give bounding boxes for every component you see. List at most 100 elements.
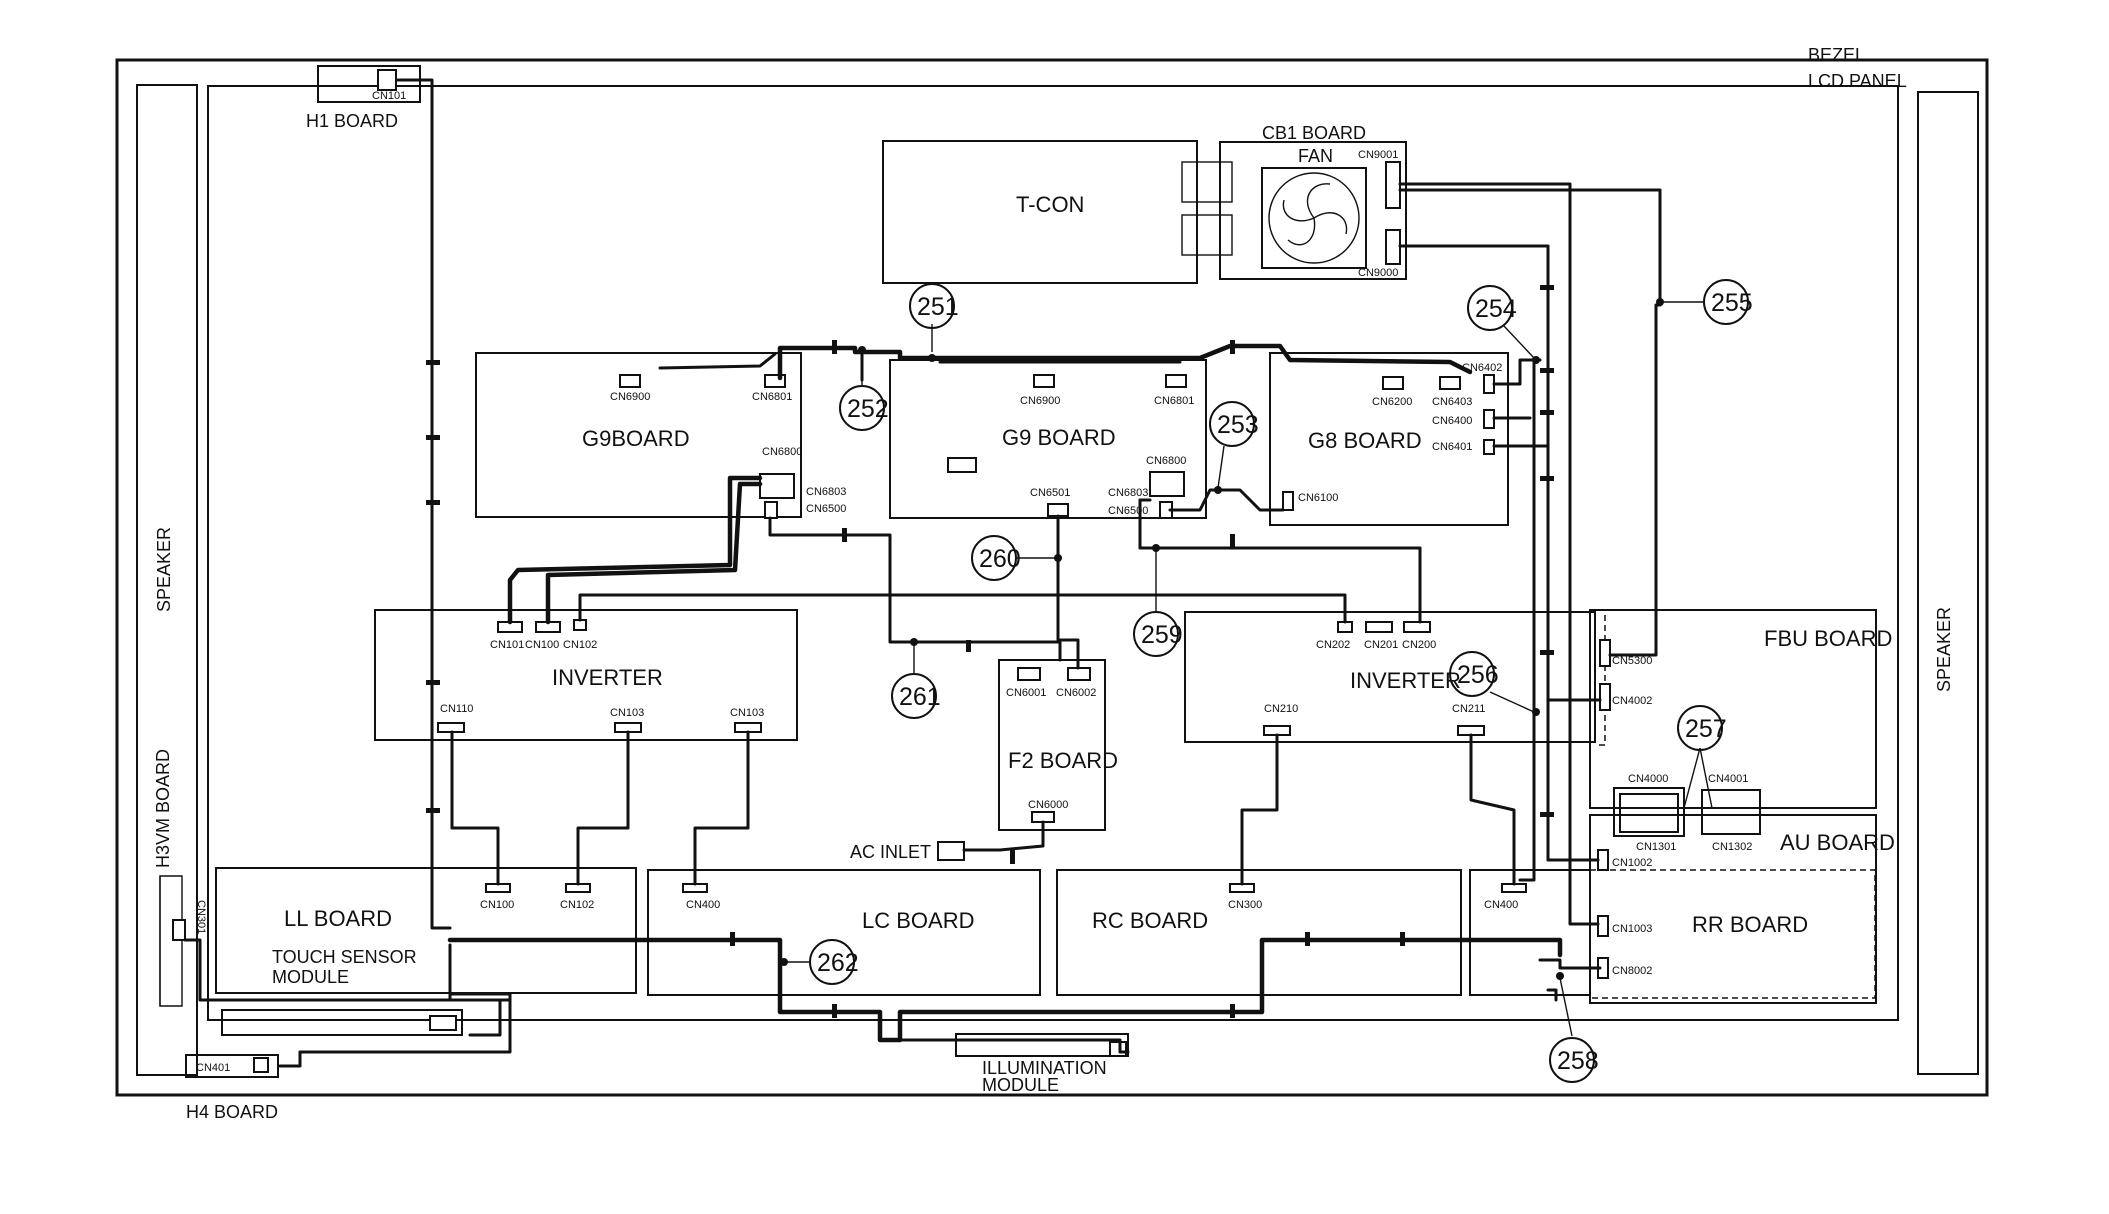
- svg-text:CN6501: CN6501: [1030, 487, 1070, 499]
- callout-258: 258: [1549, 972, 1599, 1083]
- svg-text:CN6002: CN6002: [1056, 687, 1096, 699]
- speaker-left: [136, 84, 198, 1076]
- lc-board: [647, 869, 1041, 996]
- f2-board-label: F2 BOARD: [1008, 748, 1118, 773]
- callout-262: 262: [780, 939, 859, 985]
- svg-text:260: 260: [979, 545, 1021, 573]
- svg-text:CN300: CN300: [1228, 899, 1262, 911]
- cb1-board: [1219, 141, 1407, 280]
- cb1-connector-a: CN9001: [1358, 149, 1398, 161]
- svg-text:258: 258: [1557, 1047, 1599, 1075]
- svg-text:251: 251: [917, 293, 959, 321]
- rr-board-label: RR BOARD: [1692, 912, 1808, 937]
- fbu-board-label: FBU BOARD: [1764, 626, 1892, 651]
- svg-text:CN6800: CN6800: [1146, 455, 1186, 467]
- h4-connector: CN401: [196, 1062, 230, 1074]
- svg-text:CN102: CN102: [563, 639, 597, 651]
- rc-board-label: RC BOARD: [1092, 908, 1208, 933]
- h4-board: [185, 1054, 279, 1078]
- svg-text:254: 254: [1475, 295, 1517, 323]
- svg-text:253: 253: [1217, 411, 1259, 439]
- h3vm-board-label: H3VM BOARD: [153, 749, 173, 868]
- svg-text:CN102: CN102: [560, 899, 594, 911]
- svg-text:CN103: CN103: [610, 707, 644, 719]
- svg-text:CN6100: CN6100: [1298, 492, 1338, 504]
- svg-text:CN6402: CN6402: [1462, 362, 1502, 374]
- svg-text:CN4001: CN4001: [1708, 773, 1748, 785]
- svg-text:CN6403: CN6403: [1432, 396, 1472, 408]
- svg-text:261: 261: [899, 683, 941, 711]
- au-board-label: AU BOARD: [1780, 830, 1895, 855]
- h1-board: [317, 65, 421, 103]
- bezel-outline: [115, 58, 1989, 1097]
- svg-text:CN6500: CN6500: [1108, 505, 1148, 517]
- lc-board-label: LC BOARD: [862, 908, 974, 933]
- svg-text:CN6400: CN6400: [1432, 415, 1472, 427]
- ll-board: [215, 867, 637, 994]
- svg-text:CN6800: CN6800: [762, 446, 802, 458]
- rc-board: [1056, 869, 1462, 996]
- svg-text:259: 259: [1141, 621, 1183, 649]
- inverter-left-label: INVERTER: [552, 665, 663, 690]
- g8-board-label: G8 BOARD: [1308, 428, 1422, 453]
- callout-252: 252: [839, 346, 889, 431]
- svg-text:CN211: CN211: [1452, 703, 1485, 715]
- svg-text:CN6000: CN6000: [1028, 799, 1068, 811]
- svg-text:CN200: CN200: [1402, 639, 1436, 651]
- callout-255: 255: [1656, 279, 1753, 325]
- svg-text:CN4000: CN4000: [1628, 773, 1668, 785]
- lcd-panel-outline: [207, 85, 1899, 1021]
- svg-text:CN6401: CN6401: [1432, 441, 1472, 453]
- inverter-right: [1184, 611, 1596, 743]
- inverter-left: [374, 609, 798, 741]
- fan-icon: [1261, 167, 1367, 269]
- svg-text:257: 257: [1685, 715, 1727, 743]
- cb1-board-label: CB1 BOARD: [1262, 123, 1366, 143]
- h1-board-label: H1 BOARD: [306, 111, 398, 131]
- svg-text:CN1301: CN1301: [1636, 841, 1676, 853]
- callout-261: 261: [891, 638, 941, 719]
- svg-text:CN110: CN110: [440, 703, 473, 715]
- rr-lower-box: [1469, 869, 1591, 996]
- svg-text:252: 252: [847, 395, 889, 423]
- svg-text:CN202: CN202: [1316, 639, 1350, 651]
- callout-260: 260: [971, 535, 1062, 581]
- bezel-label: BEZEL: [1808, 45, 1865, 65]
- svg-text:CN6801: CN6801: [1154, 395, 1194, 407]
- svg-text:CN1003: CN1003: [1612, 923, 1652, 935]
- svg-text:CN6900: CN6900: [610, 391, 650, 403]
- h4-board-label: H4 BOARD: [186, 1102, 278, 1122]
- h3vm-connector: CN301: [195, 900, 207, 934]
- callout-256: 256: [1449, 651, 1540, 716]
- svg-text:CN8002: CN8002: [1612, 965, 1652, 977]
- touch-sensor-label: TOUCH SENSOR: [272, 947, 417, 967]
- illumination-module: [955, 1033, 1129, 1057]
- callout-251: 251: [909, 283, 959, 362]
- svg-text:CN100: CN100: [525, 639, 559, 651]
- svg-text:CN400: CN400: [686, 899, 720, 911]
- fbu-board: [1589, 609, 1877, 809]
- ac-inlet-icon: [937, 841, 965, 861]
- ac-inlet-label: AC INLET: [850, 842, 931, 862]
- svg-text:CN1002: CN1002: [1612, 857, 1652, 869]
- illumination-label-2: MODULE: [982, 1075, 1059, 1095]
- callout-253: 253: [1209, 401, 1259, 494]
- svg-text:CN6803: CN6803: [806, 486, 846, 498]
- f2-board: [998, 659, 1106, 831]
- svg-text:CN1302: CN1302: [1712, 841, 1752, 853]
- t-con: [882, 140, 1198, 284]
- callout-254: 254: [1467, 285, 1540, 364]
- inverter-right-label: INVERTER: [1350, 668, 1461, 693]
- svg-text:262: 262: [817, 949, 859, 977]
- svg-text:CN6001: CN6001: [1006, 687, 1046, 699]
- speaker-left-label: SPEAKER: [154, 527, 174, 612]
- g8-board: [1269, 352, 1509, 526]
- g9board-left: [475, 352, 802, 518]
- svg-text:CN6500: CN6500: [806, 503, 846, 515]
- svg-text:CN400: CN400: [1484, 899, 1518, 911]
- svg-text:256: 256: [1457, 661, 1499, 689]
- svg-text:CN6900: CN6900: [1020, 395, 1060, 407]
- fan-label: FAN: [1298, 146, 1333, 166]
- svg-text:CN6200: CN6200: [1372, 396, 1412, 408]
